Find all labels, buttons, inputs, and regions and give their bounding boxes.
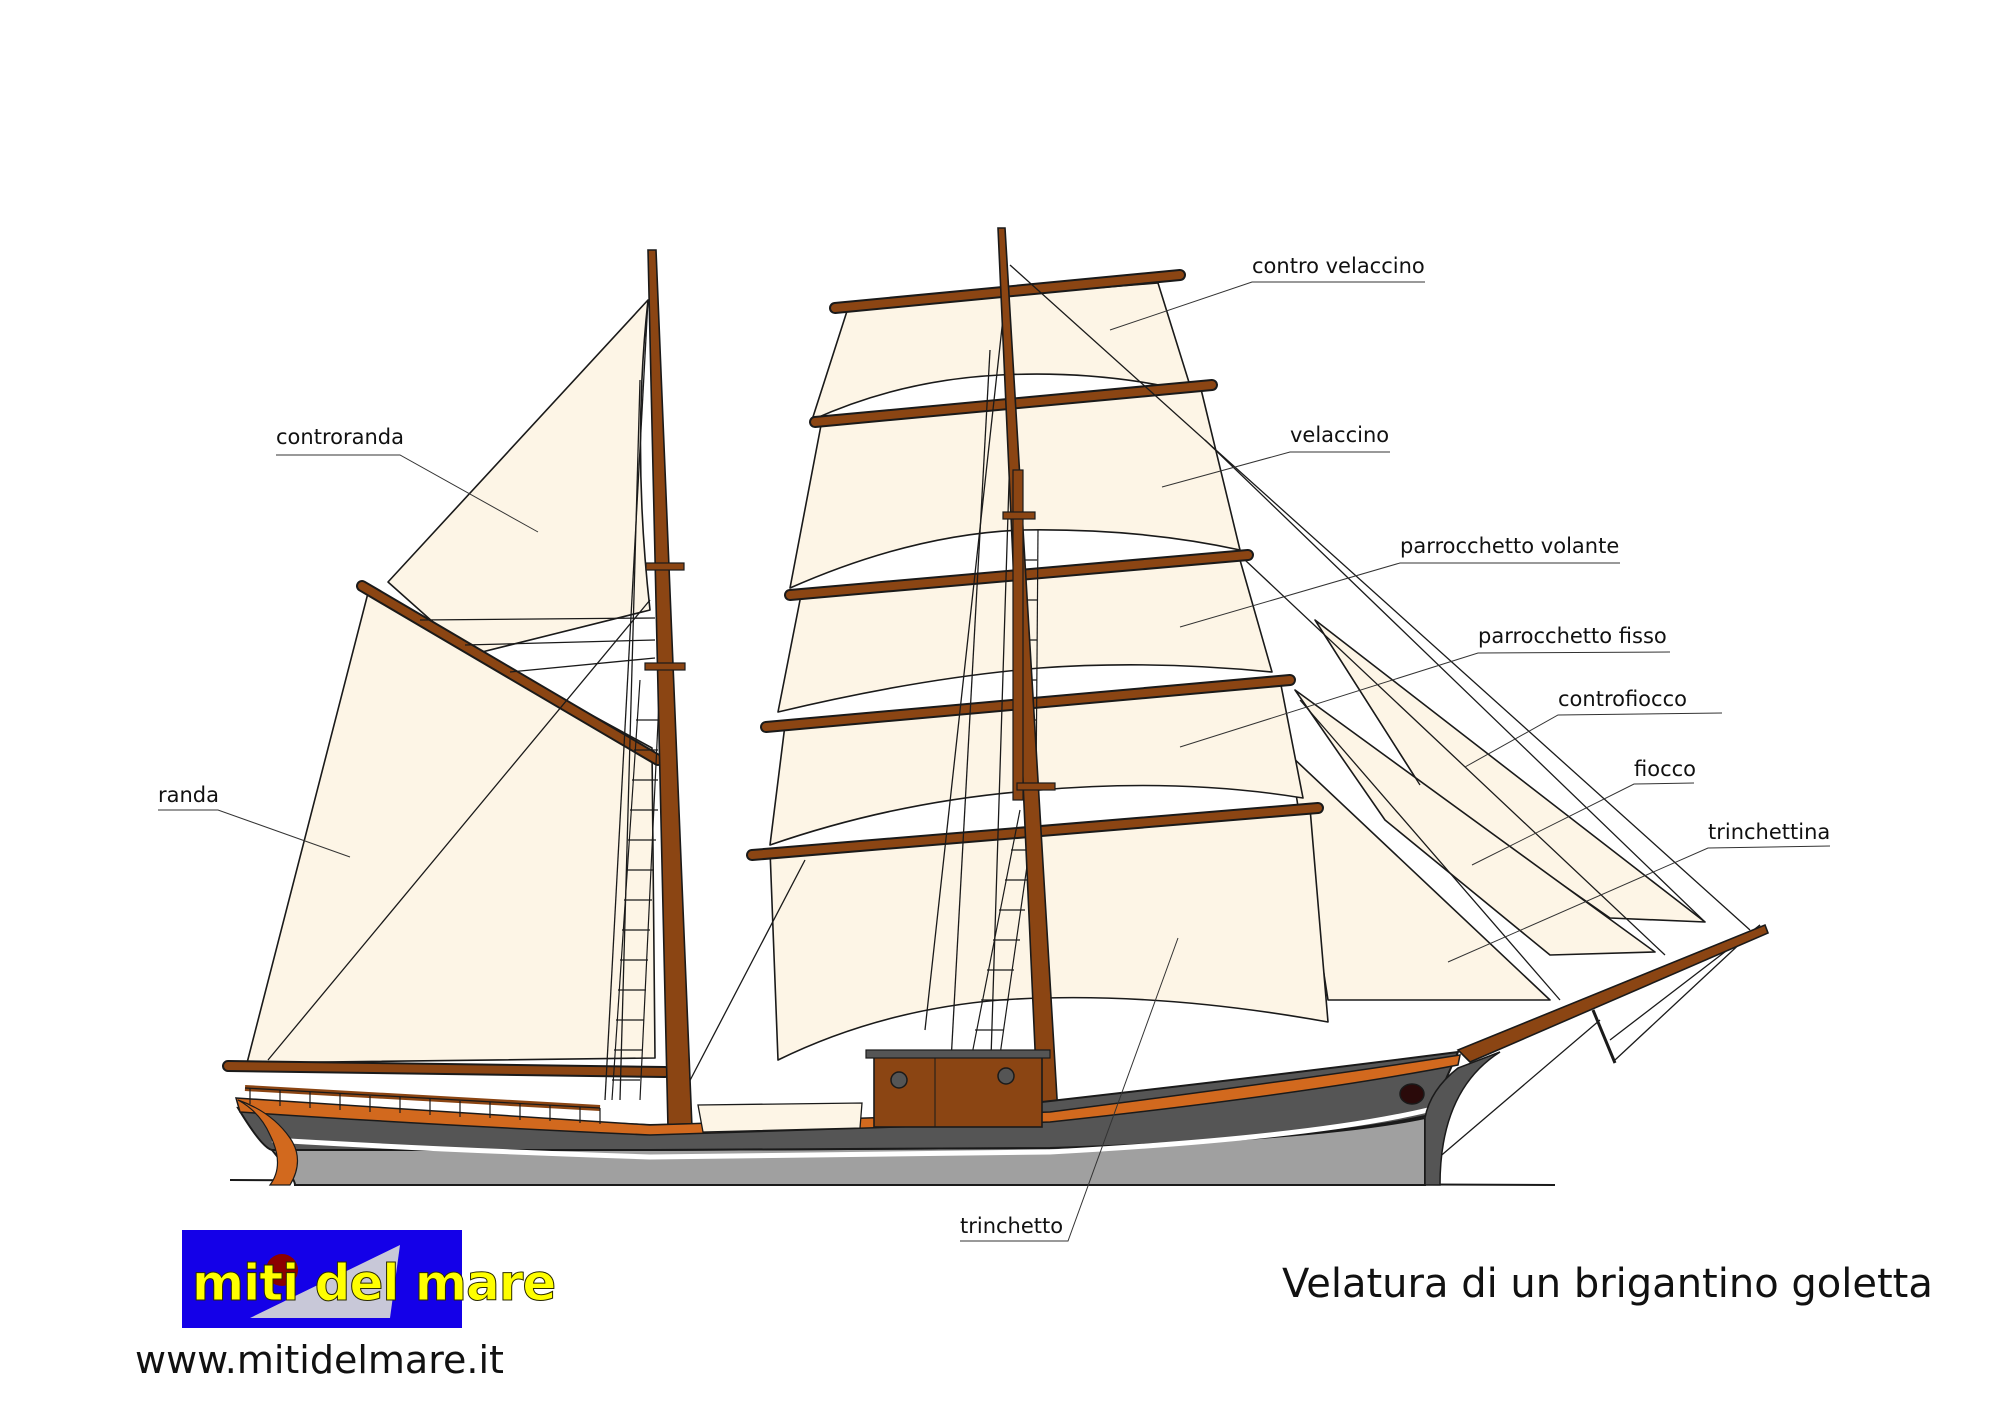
fiocco-sail — [1294, 689, 1656, 956]
logo: miti del mare — [182, 1230, 557, 1328]
skylight — [697, 1102, 863, 1133]
label-contro-velaccino: contro velaccino — [1109, 254, 1425, 331]
logo-sun-shape — [266, 1254, 298, 1286]
svg-text:fiocco: fiocco — [1634, 757, 1696, 781]
svg-text:randa: randa — [158, 783, 219, 807]
label-controfiocco: controfiocco — [1464, 687, 1723, 768]
label-parrocchetto-fisso: parrocchetto fisso — [1179, 624, 1671, 748]
label-trinchetto: trinchetto — [960, 937, 1179, 1242]
label-parrocchetto-volante: parrocchetto volante — [1179, 534, 1620, 628]
diagram-title: Velatura di un brigantino goletta — [1282, 1261, 1933, 1307]
svg-text:velaccino: velaccino — [1290, 423, 1389, 447]
trinchetto-sail — [769, 807, 1329, 1061]
contro-velaccino-sail — [811, 282, 1193, 421]
deckhouse — [865, 1049, 1051, 1128]
svg-text:miti del mare: miti del mare — [192, 1254, 555, 1312]
label-randa: randa — [158, 783, 351, 858]
bowsprit — [1456, 923, 1770, 1063]
svg-text:contro velaccino: contro velaccino — [1252, 254, 1425, 278]
svg-text:parrocchetto fisso: parrocchetto fisso — [1478, 624, 1667, 648]
svg-text:controfiocco: controfiocco — [1558, 687, 1687, 711]
controranda-sail — [387, 299, 651, 656]
label-fiocco: fiocco — [1471, 757, 1696, 866]
label-trinchettina: trinchettina — [1447, 820, 1830, 963]
rigging — [267, 264, 1761, 1166]
svg-text:trinchettina: trinchettina — [1708, 820, 1830, 844]
label-velaccino: velaccino — [1161, 423, 1390, 488]
label-controranda: controranda — [276, 425, 539, 533]
logo-sail-shape — [250, 1245, 400, 1318]
svg-text:parrocchetto volante: parrocchetto volante — [1400, 534, 1619, 558]
svg-text:controranda: controranda — [276, 425, 404, 449]
svg-text:trinchetto: trinchetto — [960, 1214, 1063, 1238]
stern-railing — [244, 1085, 601, 1124]
fore-mast — [997, 227, 1059, 1116]
website-url[interactable]: www.mitidelmare.it — [135, 1338, 504, 1382]
